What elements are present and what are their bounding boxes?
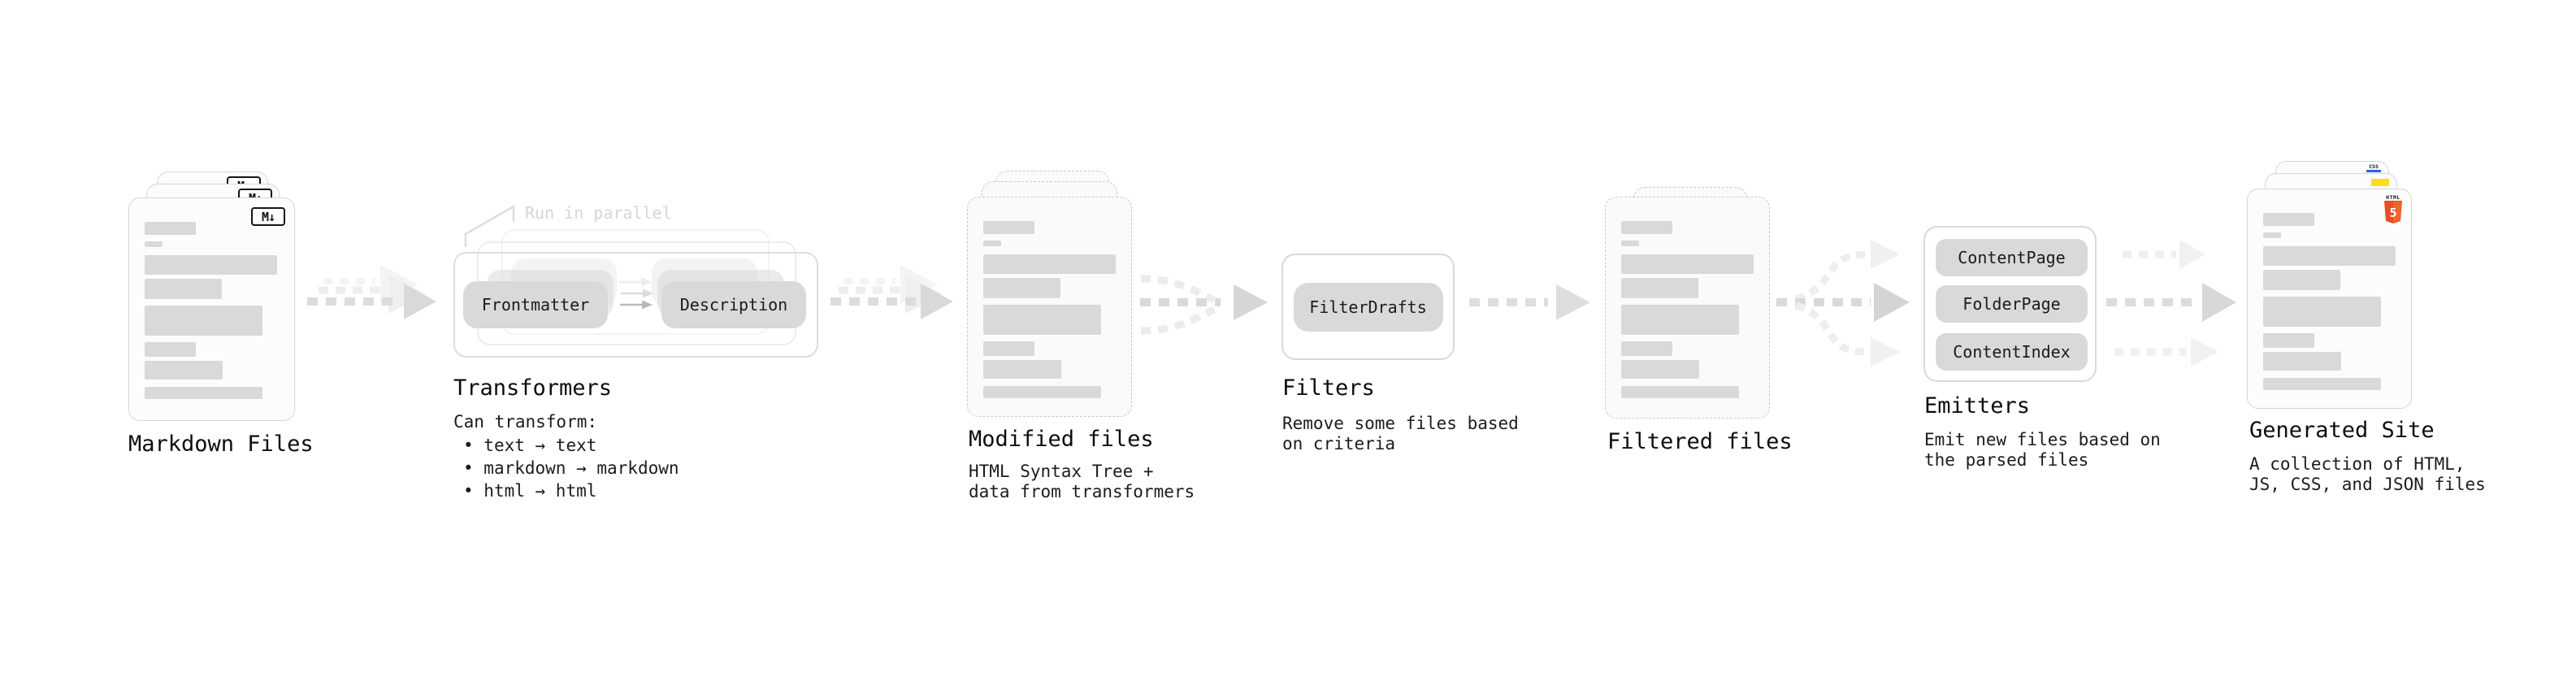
generated-site-description: A collection of HTML, JS, CSS, and JSON …	[2249, 454, 2486, 494]
generated-file-card-html: HTML 5	[2247, 189, 2412, 409]
filtered-file-card-front	[1605, 197, 1770, 419]
skeleton-line	[1621, 221, 1672, 234]
transformer-instance-front: Frontmatter Description	[453, 252, 818, 358]
css-badge: CSS	[2366, 164, 2381, 172]
js-badge	[2371, 179, 2389, 186]
transform-bullet: text → text	[453, 434, 679, 457]
skeleton-line	[1621, 341, 1672, 356]
skeleton-line	[983, 360, 1061, 379]
transformers-label: Transformers	[453, 375, 613, 401]
skeleton-line	[983, 305, 1101, 335]
skeleton-line	[145, 387, 262, 399]
skeleton-line	[2263, 352, 2341, 371]
filters-label: Filters	[1282, 375, 1375, 401]
markdown-file-card-front: M↓	[128, 197, 295, 421]
emitter-pill-folderpage: FolderPage	[1936, 285, 2088, 323]
emitter-pill-contentindex: ContentIndex	[1936, 333, 2088, 371]
emitters-label: Emitters	[1924, 393, 2031, 419]
filtered-files-stack	[1605, 187, 1770, 420]
markdown-files-label: Markdown Files	[128, 432, 314, 457]
modified-files-label: Modified files	[969, 427, 1154, 452]
svg-text:5: 5	[2389, 206, 2396, 220]
generated-site-stack: CSS HTML 5	[2247, 161, 2412, 413]
skeleton-line	[983, 221, 1034, 234]
skeleton-line	[1621, 254, 1754, 274]
converge-arrows-modified-to-filters	[1140, 275, 1268, 335]
filters-description: Remove some files based on criteria	[1282, 414, 1519, 453]
css-badge-text: CSS	[2369, 163, 2379, 170]
skeleton-line	[2263, 297, 2381, 327]
skeleton-line	[983, 278, 1060, 298]
emitter-pill-contentpage: ContentPage	[1936, 239, 2088, 276]
emitters-description: Emit new files based on the parsed files	[1924, 430, 2161, 470]
skeleton-line	[2263, 232, 2281, 238]
html5-icon: HTML 5	[2383, 195, 2404, 227]
run-in-parallel-annotation: Run in parallel	[525, 203, 672, 223]
skeleton-line	[145, 279, 222, 299]
skeleton-line	[983, 386, 1101, 398]
transformers-stack: Frontmatter Description Frontmatter Desc…	[453, 229, 818, 358]
skeleton-line	[2263, 333, 2314, 348]
transformers-bullet-list: text → text markdown → markdown html → h…	[453, 434, 679, 502]
transform-arrow-icon	[619, 277, 652, 287]
emit-arrows-emitters-to-generated	[2106, 240, 2236, 367]
skeleton-line	[2263, 378, 2381, 390]
modified-files-description: HTML Syntax Tree + data from transformer…	[969, 462, 1195, 501]
skeleton-line	[1621, 305, 1739, 335]
frontmatter-pill: Frontmatter	[463, 281, 608, 328]
skeleton-line	[145, 241, 163, 247]
skeleton-line	[145, 222, 196, 235]
transformers-heading: Can transform:	[453, 412, 598, 432]
html5-shield: 5	[2384, 201, 2402, 223]
skeleton-line	[2263, 246, 2396, 266]
callout-line	[464, 205, 515, 248]
transform-bullet: markdown → markdown	[453, 457, 679, 479]
skeleton-line	[1621, 241, 1639, 246]
css-badge-underline	[2366, 170, 2381, 172]
html5-badge-text: HTML	[2386, 194, 2400, 201]
flow-arrow-transformers-to-modified	[830, 265, 953, 319]
filtered-files-label: Filtered files	[1607, 429, 1793, 454]
diverge-arrows-filtered-to-emitters	[1776, 240, 1910, 367]
flow-arrow-markdown-to-transformers	[307, 265, 436, 319]
skeleton-line	[1621, 386, 1739, 398]
flow-arrow-filters-to-filtered	[1469, 284, 1590, 320]
skeleton-line	[1621, 278, 1698, 298]
skeleton-line	[145, 306, 262, 336]
modified-files-stack	[967, 171, 1132, 419]
skeleton-line	[983, 341, 1034, 356]
transform-arrow-icon	[620, 288, 653, 298]
skeleton-line	[2263, 270, 2340, 290]
skeleton-line	[145, 342, 196, 357]
markdown-files-stack: M↓ M↓ M↓	[128, 171, 295, 423]
skeleton-line	[1621, 360, 1699, 379]
skeleton-line	[983, 254, 1116, 274]
skeleton-line	[983, 241, 1001, 246]
generated-site-label: Generated Site	[2249, 418, 2435, 443]
modified-file-card-front	[967, 197, 1132, 417]
filterdrafts-pill: FilterDrafts	[1293, 282, 1443, 332]
skeleton-line	[145, 361, 223, 380]
filters-box: FilterDrafts	[1281, 254, 1455, 360]
emitters-box: ContentPage FolderPage ContentIndex	[1923, 226, 2097, 382]
markdown-icon: M↓	[251, 207, 285, 226]
description-pill: Description	[661, 281, 806, 328]
transform-bullet: html → html	[453, 479, 679, 502]
transform-arrow-icon	[619, 300, 653, 310]
skeleton-line	[2263, 213, 2314, 226]
skeleton-line	[145, 255, 277, 275]
